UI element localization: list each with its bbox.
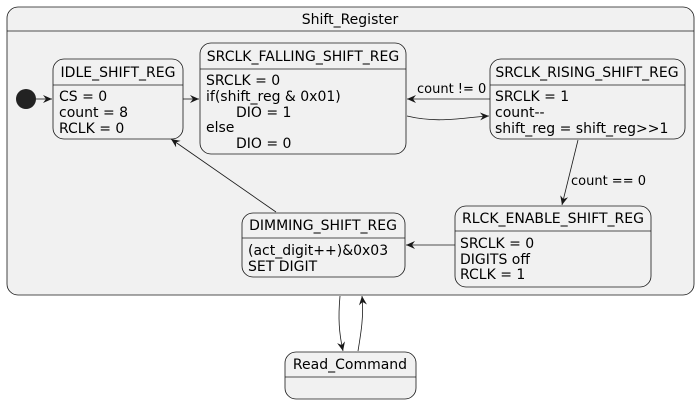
state-line: shift_reg = shift_reg>>1 bbox=[495, 121, 668, 137]
state-line: (act_digit++)&0x03 bbox=[248, 243, 388, 259]
state-title: DIMMING_SHIFT_REG bbox=[249, 218, 397, 234]
state-line: else bbox=[206, 120, 234, 136]
state-dimming-shift-reg: DIMMING_SHIFT_REG (act_digit++)&0x03 SET… bbox=[241, 212, 406, 278]
state-line: DIGITS off bbox=[460, 252, 530, 268]
state-title: SRCLK_RISING_SHIFT_REG bbox=[495, 65, 678, 81]
state-line: SRCLK = 0 bbox=[206, 73, 280, 89]
transition-rising-to-rlck bbox=[560, 139, 579, 206]
state-line: count = 8 bbox=[59, 105, 128, 121]
state-srclk-falling-shift-reg: SRCLK_FALLING_SHIFT_REG SRCLK = 0 if(shi… bbox=[199, 42, 407, 155]
state-title: RLCK_ENABLE_SHIFT_REG bbox=[462, 211, 644, 227]
state-line: if(shift_reg & 0x01) bbox=[206, 89, 341, 105]
state-line: DIO = 1 bbox=[236, 105, 291, 121]
state-read-command: Read_Command bbox=[284, 351, 417, 400]
state-line: DIO = 0 bbox=[236, 136, 291, 152]
state-srclk-rising-shift-reg: SRCLK_RISING_SHIFT_REG SRCLK = 1 count--… bbox=[489, 58, 686, 140]
transition-label-count-zero: count == 0 bbox=[571, 174, 646, 189]
state-line: SRCLK = 0 bbox=[460, 236, 534, 252]
state-line: RCLK = 0 bbox=[59, 121, 124, 137]
transition-dimming-to-idle bbox=[170, 138, 277, 213]
state-line: RCLK = 1 bbox=[460, 267, 525, 283]
transition-composite-to-read-command bbox=[337, 295, 345, 352]
state-title: IDLE_SHIFT_REG bbox=[61, 65, 176, 81]
state-line: SRCLK = 1 bbox=[495, 89, 569, 105]
state-line: CS = 0 bbox=[59, 89, 107, 105]
state-title: SRCLK_FALLING_SHIFT_REG bbox=[207, 49, 399, 65]
transition-read-command-to-composite bbox=[357, 295, 367, 352]
composite-state-title: Shift_Register bbox=[302, 12, 399, 28]
transition-label-count-not-zero: count != 0 bbox=[417, 82, 486, 97]
state-line: SET DIGIT bbox=[248, 259, 318, 275]
state-title: Read_Command bbox=[293, 357, 407, 373]
state-line: count-- bbox=[495, 105, 545, 121]
state-idle-shift-reg: IDLE_SHIFT_REG CS = 0 count = 8 RCLK = 0 bbox=[52, 58, 184, 140]
transition-falling-to-rising bbox=[406, 112, 490, 121]
initial-state-node bbox=[16, 89, 36, 109]
state-rlck-enable-shift-reg: RLCK_ENABLE_SHIFT_REG SRCLK = 0 DIGITS o… bbox=[454, 205, 652, 288]
